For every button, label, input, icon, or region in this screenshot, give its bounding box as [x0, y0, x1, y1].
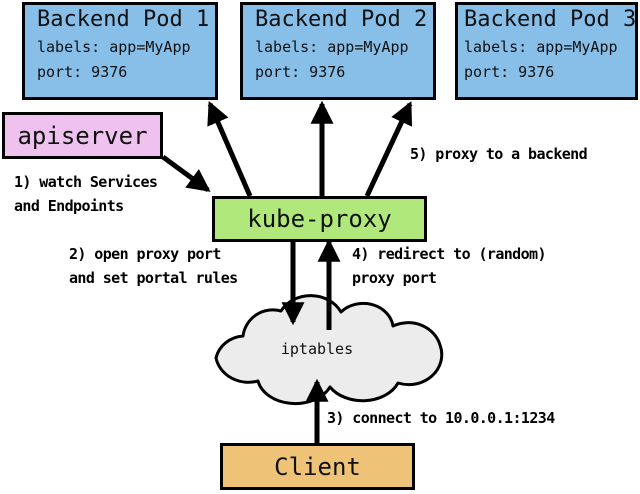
step-3-annotation: 3) connect to 10.0.0.1:1234 [327, 409, 555, 427]
pod-3-labels: labels: app=MyApp [464, 38, 618, 56]
step-1-annotation: 1) watch Services and Endpoints [14, 173, 158, 215]
pod-2-name: Backend Pod 2 [255, 7, 428, 32]
apiserver-node[interactable]: apiserver [2, 112, 163, 159]
step-2-annotation: 2) open proxy port and set portal rules [69, 245, 238, 287]
edge-kubeproxy-to-pod1 [207, 101, 253, 197]
pod-3-name: Backend Pod 3 [464, 7, 637, 32]
pod-2-labels: labels: app=MyApp [255, 38, 409, 56]
pod-1-name: Backend Pod 1 [37, 7, 210, 32]
pod-3-port: port: 9376 [464, 63, 555, 81]
step-5-annotation: 5) proxy to a backend [410, 145, 588, 163]
step-4-annotation: 4) redirect to (random) proxy port [352, 245, 547, 287]
apiserver-label: apiserver [17, 122, 148, 150]
pod-1-port: port: 9376 [37, 63, 128, 81]
pod-2-port: port: 9376 [255, 63, 346, 81]
iptables-label: iptables [280, 340, 354, 358]
edge-kubeproxy-to-pod3 [364, 101, 413, 198]
backend-pod-3[interactable]: Backend Pod 3 labels: app=MyApp port: 93… [455, 2, 638, 100]
client-label: Client [274, 453, 361, 481]
backend-pod-1[interactable]: Backend Pod 1 labels: app=MyApp port: 93… [22, 2, 218, 100]
client-node[interactable]: Client [220, 443, 415, 490]
backend-pod-2[interactable]: Backend Pod 2 labels: app=MyApp port: 93… [240, 2, 436, 100]
kube-proxy-label: kube-proxy [247, 205, 392, 233]
iptables-cloud-shape [214, 294, 444, 406]
edge-apiserver-to-kubeproxy [161, 154, 211, 193]
kube-proxy-node[interactable]: kube-proxy [212, 196, 427, 242]
pod-1-labels: labels: app=MyApp [37, 38, 191, 56]
